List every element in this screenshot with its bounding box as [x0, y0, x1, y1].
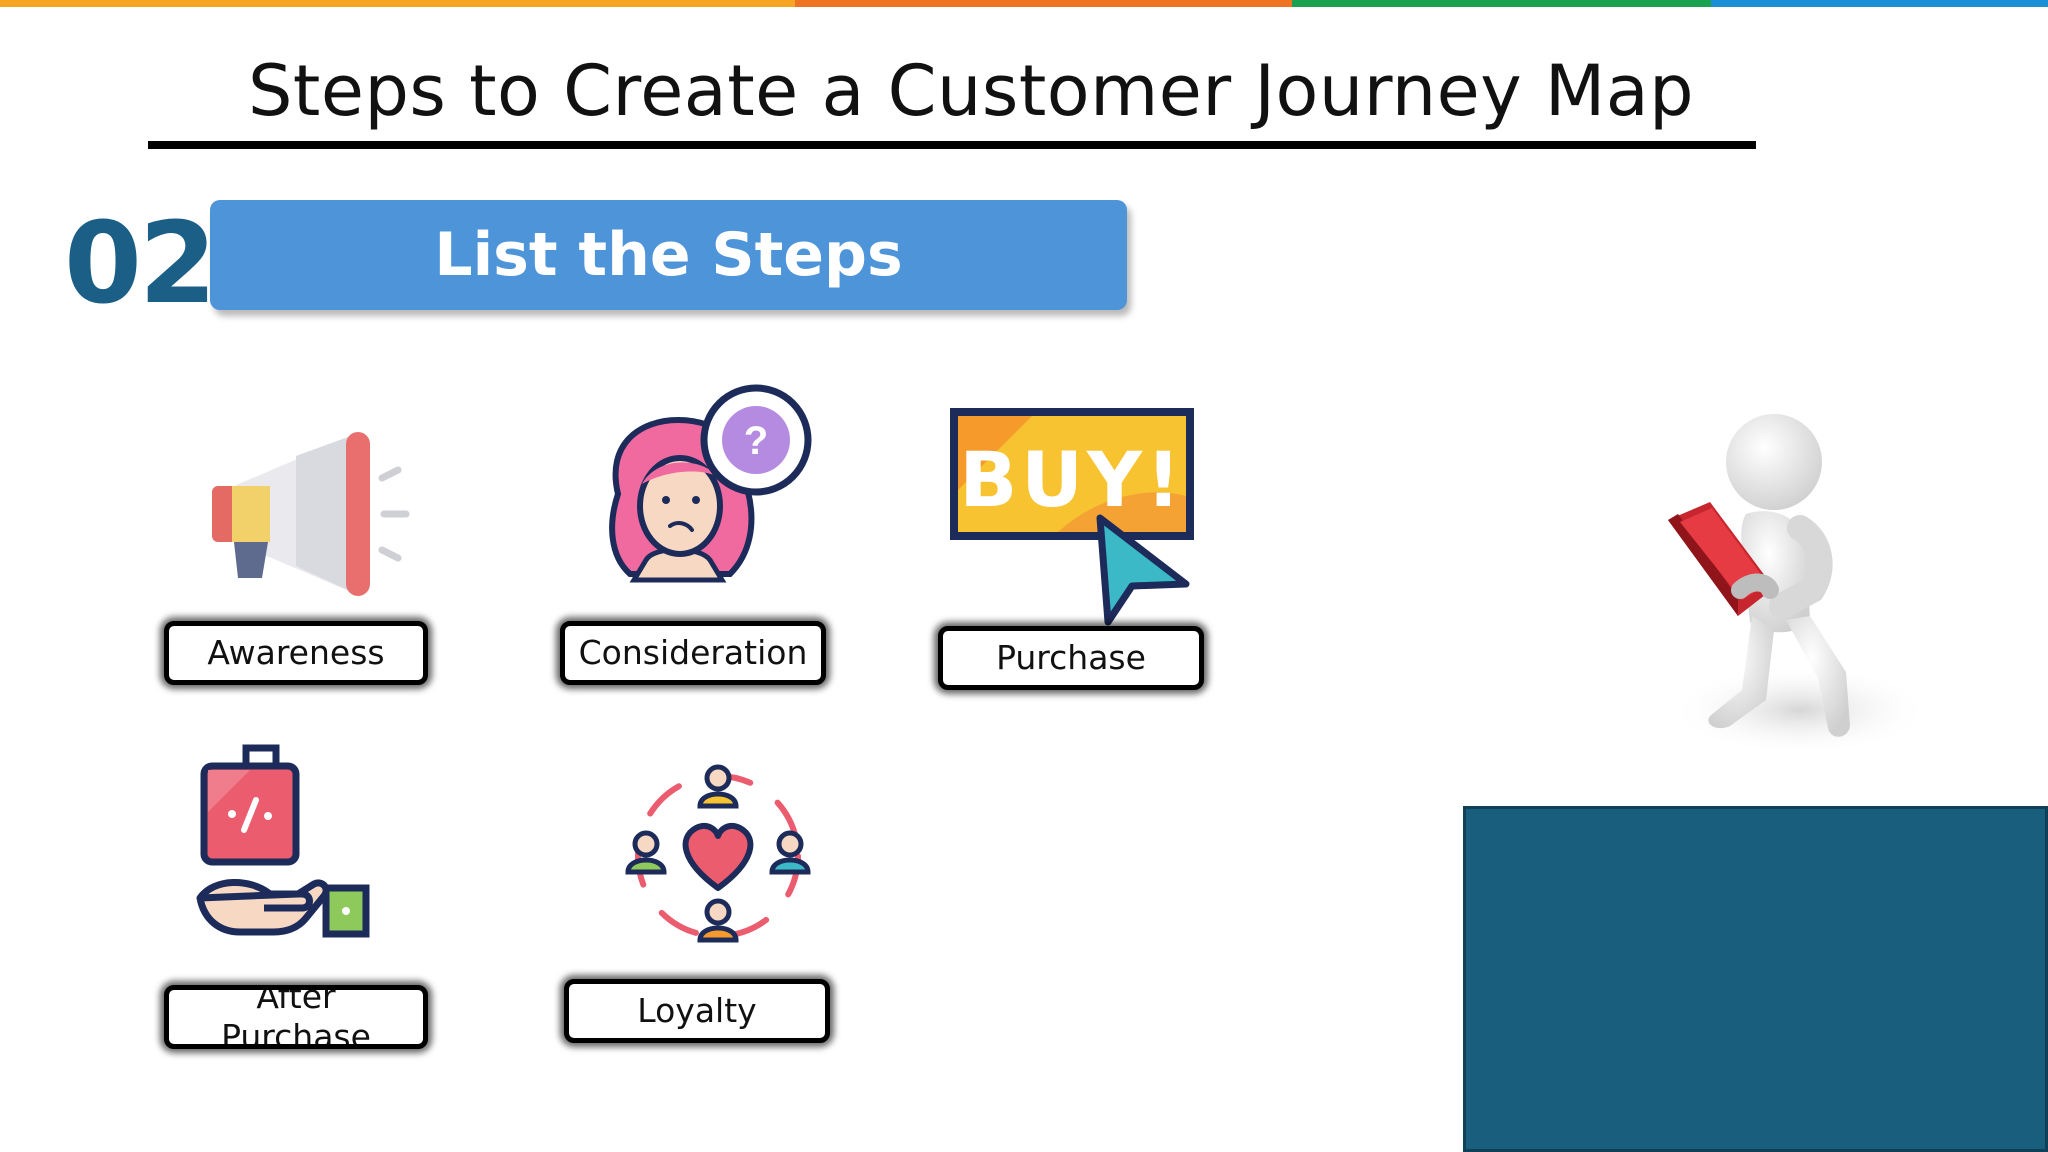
step-number: 02: [64, 199, 217, 329]
top-bar-orange: [0, 0, 795, 7]
stage-label-awareness: Awareness: [164, 621, 428, 685]
top-bar-green: [1292, 0, 1711, 7]
content-placeholder-panel: [1463, 806, 2048, 1152]
stage-label-loyalty: Loyalty: [564, 979, 830, 1043]
community-heart-icon: [625, 764, 811, 943]
page-title: Steps to Create a Customer Journey Map: [248, 50, 1695, 132]
thinking-woman-icon: ?: [609, 384, 812, 583]
megaphone-icon: [212, 432, 410, 596]
figure-reading-book-icon: [1668, 414, 1930, 756]
svg-text:?: ?: [744, 419, 768, 463]
top-bar-blue: [1711, 0, 2048, 7]
stage-label-after-purchase: After Purchase: [164, 985, 428, 1049]
top-color-bar: [0, 0, 2048, 7]
hand-shopping-bag-icon: [196, 744, 370, 938]
stage-label-purchase: Purchase: [938, 626, 1204, 690]
svg-text:BUY!: BUY!: [959, 435, 1184, 524]
buy-sign-icon: BUY!: [950, 408, 1194, 626]
stage-label-consideration: Consideration: [560, 621, 826, 685]
step-heading-banner: List the Steps: [210, 200, 1127, 310]
title-underline: [148, 141, 1756, 149]
top-bar-red-orange: [795, 0, 1292, 7]
